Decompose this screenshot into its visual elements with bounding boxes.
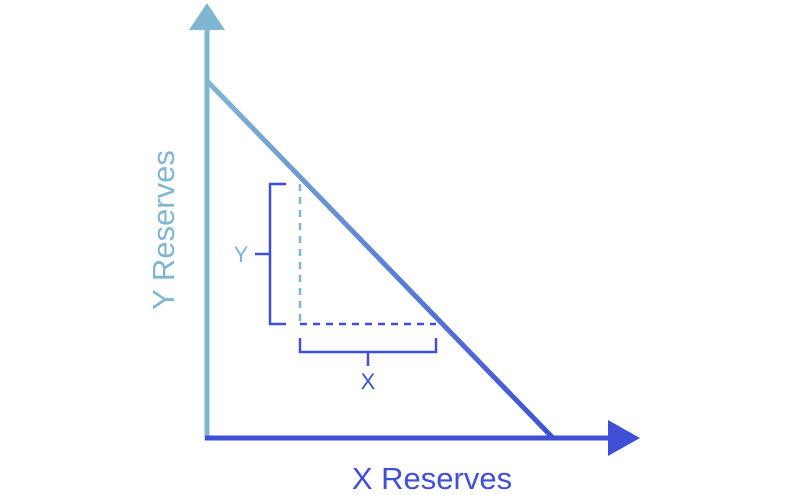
x-axis-arrowhead (608, 420, 640, 456)
reserve-curve-line (205, 79, 556, 441)
y-axis-title: Y Reserves (146, 150, 181, 310)
delta-y-bracket (255, 182, 286, 326)
delta-x-label: X (361, 369, 376, 394)
x-axis-title: X Reserves (352, 461, 512, 495)
delta-x-bracket (298, 338, 438, 366)
delta-y-label: Y (234, 242, 249, 267)
y-axis-arrowhead (189, 3, 225, 30)
